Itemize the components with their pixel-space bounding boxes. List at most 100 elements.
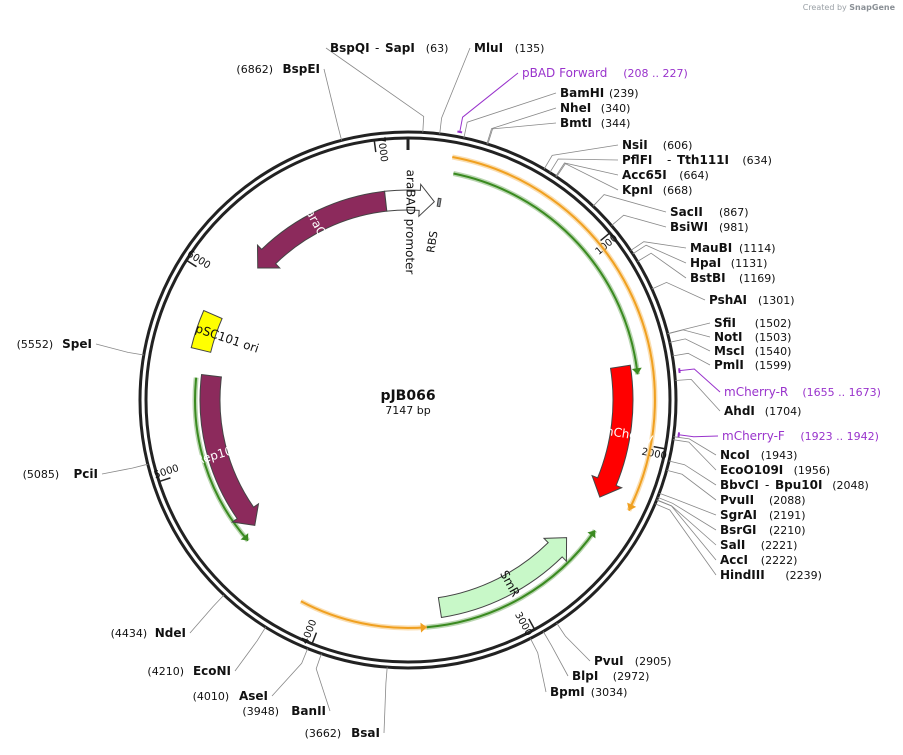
- site-label-acc65i[interactable]: Acc65I(664): [622, 168, 709, 182]
- feature-track-arrowhead: [420, 622, 427, 633]
- site-label-pvuii[interactable]: PvuII(2088): [720, 493, 806, 507]
- site-leader-line: [667, 329, 711, 338]
- feature-track-arrowhead: [240, 533, 249, 541]
- site-label-kpni[interactable]: KpnI(668): [622, 183, 692, 197]
- site-position: (3948): [242, 705, 279, 718]
- site-label-blpi[interactable]: BlpI(2972): [572, 669, 649, 683]
- site-label-ndei[interactable]: NdeI(4434): [111, 626, 186, 640]
- feature-track-arrowhead: [587, 530, 596, 539]
- site-leader-line: [486, 107, 557, 145]
- site-position: (4434): [111, 627, 148, 640]
- site-label-noti[interactable]: NotI(1503): [714, 330, 791, 344]
- feature-rbs: [436, 197, 442, 208]
- site-position: (6862): [236, 63, 273, 76]
- site-label-hpai[interactable]: HpaI(1131): [690, 256, 767, 270]
- site-name: BsrGI: [720, 523, 757, 537]
- site-label-bpmi[interactable]: BpmI(3034): [550, 685, 627, 699]
- site-leader-line: [637, 252, 687, 279]
- feature-track: [453, 172, 639, 375]
- site-position: (1540): [755, 345, 792, 358]
- site-label-bspqi[interactable]: BspQI-SapI(63): [330, 41, 448, 55]
- site-label-mlui[interactable]: MluI(135): [474, 41, 544, 55]
- site-leader-line: [323, 68, 342, 141]
- tick-mark: [528, 618, 536, 630]
- restriction-sites: BamHI(239)NheI(340)BmtI(344) NsiI(606)Pfl…: [17, 41, 869, 740]
- site-label-nhei[interactable]: NheI(340): [560, 101, 630, 115]
- site-label-asei[interactable]: AseI(4010): [193, 689, 268, 703]
- primer-leader-line: [677, 434, 719, 438]
- site-label-hindiii[interactable]: HindIII(2239): [720, 568, 822, 582]
- site-label-bamhi[interactable]: BamHI(239): [560, 86, 639, 100]
- primer-label-mcherry-f[interactable]: mCherry-F(1923 .. 1942): [722, 429, 879, 443]
- site-label-bsai[interactable]: BsaI(3662): [305, 726, 380, 740]
- site-label-pshai[interactable]: PshAI(1301): [709, 293, 795, 307]
- site-name-separator: -: [375, 41, 379, 55]
- primer-label-mcherry-r[interactable]: mCherry-R (1655 .. 1673): [724, 385, 881, 399]
- site-leader-line: [656, 499, 717, 546]
- site-leader-line: [657, 497, 717, 531]
- plasmid-center-label: pJB066 7147 bp: [380, 388, 435, 417]
- site-name: PvuI: [594, 654, 624, 668]
- site-label-sali[interactable]: SalI(2221): [720, 538, 797, 552]
- site-label-pflfi[interactable]: PflFI-Tth111I(634): [622, 153, 772, 167]
- site-label-sacii[interactable]: SacII(867): [670, 205, 749, 219]
- site-name: AseI: [239, 689, 268, 703]
- site-label-ncoi[interactable]: NcoI(1943): [720, 448, 797, 462]
- site-leader-line: [549, 158, 619, 173]
- site-position: (664): [679, 169, 709, 182]
- site-position: (1301): [758, 294, 795, 307]
- site-label-sfii[interactable]: SfiI(1502): [714, 316, 791, 330]
- site-leader-line: [439, 47, 471, 134]
- feature-track-arrowhead: [627, 502, 637, 511]
- tick-mark: [185, 259, 197, 268]
- site-label-ahdi[interactable]: AhdI(1704): [724, 404, 801, 418]
- site-position: (2191): [769, 509, 806, 522]
- site-label-sgrai[interactable]: SgrAI(2191): [720, 508, 806, 522]
- primer-leader-line: [678, 368, 721, 393]
- primer-name: mCherry-R: [724, 385, 788, 399]
- site-name: SalI: [720, 538, 745, 552]
- site-name: NheI: [560, 101, 591, 115]
- site-leader-line: [101, 463, 148, 475]
- tick-label: 3000: [512, 610, 534, 638]
- site-label-ecoo109i[interactable]: EcoO109I(1956): [720, 463, 830, 477]
- site-leader-line: [656, 499, 717, 561]
- site-leader-line: [542, 631, 569, 677]
- primer-label-pbad-forward[interactable]: pBAD Forward(208 .. 227): [522, 66, 688, 80]
- site-leader-line: [271, 648, 309, 697]
- tick-mark: [653, 445, 666, 450]
- site-label-spei[interactable]: SpeI(5552): [17, 337, 92, 351]
- site-label-pmli[interactable]: PmlI(1599): [714, 358, 791, 372]
- site-name: EcoNI: [193, 664, 231, 678]
- site-label-bstbi[interactable]: BstBI(1169): [690, 271, 776, 285]
- site-leader-line: [611, 214, 667, 228]
- site-label-msci[interactable]: MscI(1540): [714, 344, 791, 358]
- site-label-econi[interactable]: EcoNI(4210): [147, 664, 231, 678]
- site-name: PciI: [74, 467, 99, 481]
- primer-mark: [457, 130, 463, 134]
- site-label-bsiwi[interactable]: BsiWI(981): [670, 220, 749, 234]
- primer-mark: [677, 432, 681, 438]
- site-label-bspei[interactable]: BspEI(6862): [236, 62, 320, 76]
- site-name-2: Bpu10I: [775, 478, 822, 492]
- site-position: (5552): [17, 338, 54, 351]
- site-position: (1704): [765, 405, 802, 418]
- site-label-bmti[interactable]: BmtI(344): [560, 116, 630, 130]
- primer-range: (1655 .. 1673): [802, 386, 881, 399]
- site-position: (2905): [635, 655, 672, 668]
- site-label-bbvci[interactable]: BbvCI-Bpu10I(2048): [720, 478, 869, 492]
- site-label-bsrgi[interactable]: BsrGI(2210): [720, 523, 806, 537]
- site-label-pvui[interactable]: PvuI (2905): [594, 654, 671, 668]
- site-label-nsii[interactable]: NsiI(606): [622, 138, 692, 152]
- feature-track: [194, 377, 249, 542]
- site-leader-line: [556, 622, 591, 662]
- site-leader-line: [654, 503, 717, 576]
- site-label-pcii[interactable]: PciI(5085): [23, 467, 98, 481]
- feature-psc101-ori: [190, 309, 223, 353]
- site-label-acci[interactable]: AccI(2222): [720, 553, 797, 567]
- site-position: (1131): [731, 257, 768, 270]
- site-leader-line: [630, 241, 687, 251]
- site-label-maubi[interactable]: MauBI(1114): [690, 241, 776, 255]
- site-label-banii[interactable]: BanII(3948): [242, 704, 326, 718]
- site-position: (668): [663, 184, 693, 197]
